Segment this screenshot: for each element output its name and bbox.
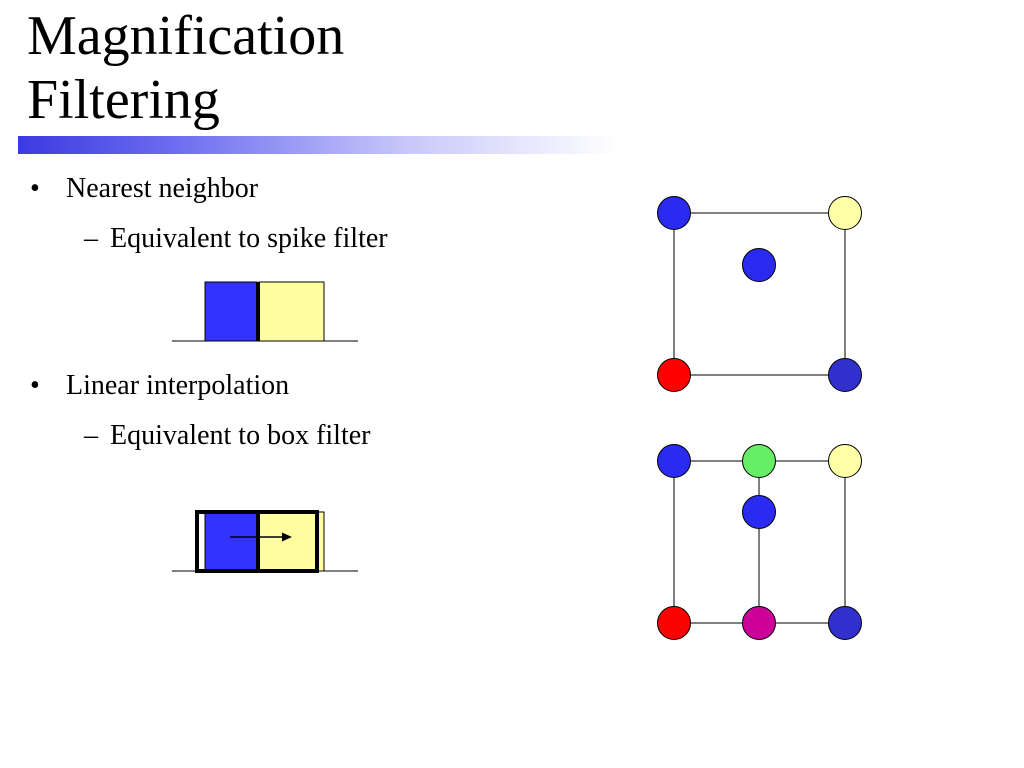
bullet-mark: • [30, 173, 40, 204]
grid-cell-outline [673, 212, 846, 376]
dash-mark: – [84, 223, 98, 254]
yellow-texel-box [258, 511, 325, 572]
title-line-1: Magnification [27, 5, 345, 67]
box-filter-diagram [172, 510, 358, 573]
texel-bottom-left [657, 358, 691, 392]
texel-bottom-right [828, 358, 862, 392]
spike-filter-diagram [172, 281, 358, 342]
title-underline-gradient-bar [18, 136, 618, 154]
title-line-2: Filtering [27, 69, 220, 131]
sub-bullet-text: Equivalent to spike filter [110, 223, 388, 254]
interp-bottom-mid [742, 606, 776, 640]
box-filter-outline [195, 510, 319, 573]
texel-top-left [657, 444, 691, 478]
sample-point [742, 248, 776, 282]
texel-bottom-right [828, 606, 862, 640]
dash-mark: – [84, 420, 98, 451]
bullet-mark: • [30, 370, 40, 401]
texel-bottom-left [657, 606, 691, 640]
right-arrow-icon [230, 532, 292, 542]
sub-bullet-text: Equivalent to box filter [110, 420, 371, 451]
texel-top-right [828, 444, 862, 478]
yellow-texel-box [258, 281, 325, 342]
bilinear-interpolation-sample-grid [657, 444, 862, 640]
blue-texel-box [204, 511, 258, 572]
texel-top-right [828, 196, 862, 230]
texel-top-left [657, 196, 691, 230]
nearest-neighbor-sample-grid [657, 196, 862, 392]
sample-point [742, 495, 776, 529]
interp-top-mid [742, 444, 776, 478]
blue-texel-box [204, 281, 258, 342]
slide-title: Magnification Filtering [27, 4, 344, 132]
bullet-text: Linear interpolation [66, 370, 290, 401]
bullet-text: Nearest neighbor [66, 173, 259, 204]
